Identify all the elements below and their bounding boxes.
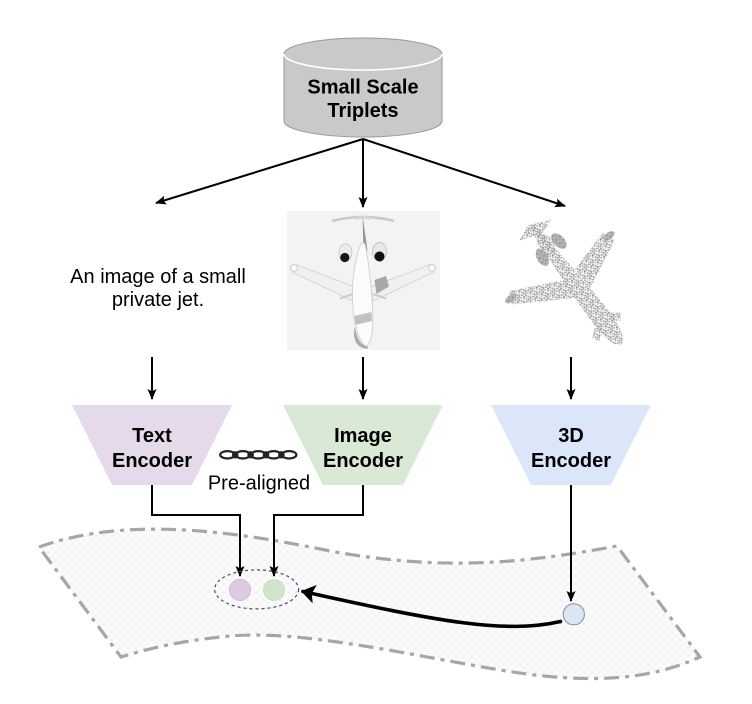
svg-text:Small Scale: Small Scale xyxy=(307,77,418,99)
svg-text:private jet.: private jet. xyxy=(112,289,204,311)
svg-text:Encoder: Encoder xyxy=(531,450,611,472)
svg-text:Pre-aligned: Pre-aligned xyxy=(208,472,310,494)
svg-text:Text: Text xyxy=(132,425,172,447)
svg-text:Triplets: Triplets xyxy=(327,100,398,122)
svg-text:3D: 3D xyxy=(558,425,584,447)
svg-text:Encoder: Encoder xyxy=(112,450,192,472)
svg-text:An image of a small: An image of a small xyxy=(70,266,246,288)
svg-text:Encoder: Encoder xyxy=(323,450,403,472)
svg-text:Image: Image xyxy=(334,425,392,447)
